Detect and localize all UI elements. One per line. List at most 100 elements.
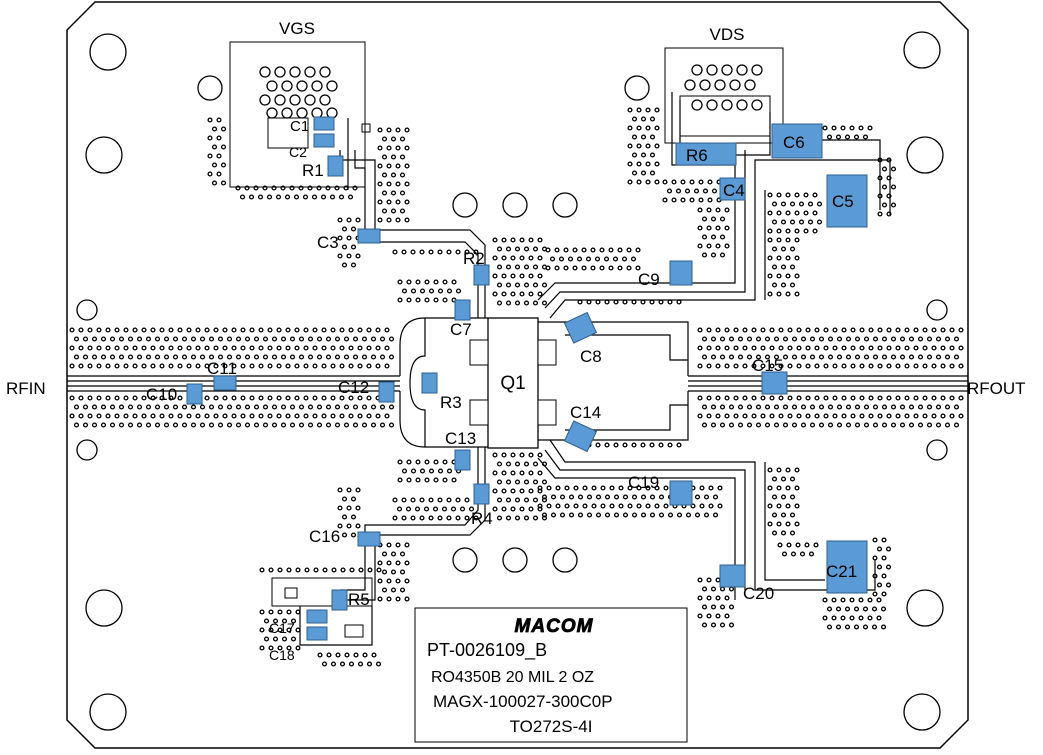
- via: [330, 363, 336, 369]
- via: [348, 345, 354, 351]
- via: [876, 597, 882, 603]
- via: [654, 161, 660, 167]
- via: [710, 586, 717, 592]
- vds-pin: [706, 99, 718, 111]
- via: [272, 636, 279, 642]
- c7-label: C7: [450, 320, 472, 339]
- via: [706, 327, 712, 333]
- info-line3: MAGX-100027-300C0P: [433, 692, 613, 711]
- via: [346, 523, 352, 529]
- via: [136, 422, 143, 428]
- via: [618, 503, 624, 509]
- via: [859, 327, 865, 333]
- via: [145, 354, 152, 360]
- via: [404, 542, 410, 548]
- via: [724, 595, 730, 601]
- via: [807, 201, 814, 207]
- via: [640, 494, 647, 500]
- via: [949, 413, 955, 419]
- via: [794, 521, 800, 527]
- via: [303, 345, 309, 351]
- via: [582, 503, 588, 509]
- via: [437, 468, 444, 474]
- via: [854, 336, 861, 342]
- via: [859, 413, 865, 419]
- via: [555, 503, 561, 509]
- via: [528, 470, 534, 476]
- via: [778, 413, 784, 419]
- via: [737, 404, 744, 410]
- via: [708, 503, 714, 509]
- via: [814, 395, 820, 401]
- via: [823, 363, 829, 369]
- via: [789, 512, 796, 518]
- via: [510, 255, 516, 261]
- via: [767, 273, 773, 279]
- via: [258, 413, 264, 419]
- via: [818, 336, 825, 342]
- via: [276, 395, 282, 401]
- via: [794, 291, 800, 297]
- via: [350, 514, 357, 520]
- via: [767, 521, 773, 527]
- via: [640, 152, 647, 158]
- via: [814, 327, 820, 333]
- via: [640, 134, 647, 140]
- via: [276, 345, 282, 351]
- c19-label: C19: [628, 473, 659, 492]
- c3-label: C3: [317, 233, 339, 252]
- via: [326, 652, 332, 658]
- via: [428, 249, 434, 255]
- via: [286, 627, 292, 633]
- vds-pin: [691, 99, 703, 111]
- via: [330, 345, 336, 351]
- via: [259, 567, 265, 573]
- via: [767, 467, 773, 473]
- via: [742, 327, 748, 333]
- via: [199, 422, 206, 428]
- via: [859, 395, 865, 401]
- via: [231, 395, 237, 401]
- via: [636, 503, 642, 509]
- via: [789, 494, 796, 500]
- via: [760, 327, 766, 333]
- via: [510, 273, 516, 279]
- via: [751, 327, 757, 333]
- via: [78, 363, 84, 369]
- via: [719, 622, 726, 628]
- via: [199, 354, 206, 360]
- vgs-pin: [274, 94, 286, 106]
- via: [701, 586, 708, 592]
- via: [794, 255, 800, 261]
- via: [390, 569, 397, 575]
- q1-label: Q1: [500, 373, 525, 394]
- via: [719, 234, 726, 240]
- via: [329, 194, 336, 200]
- via: [267, 363, 273, 369]
- via: [658, 512, 665, 518]
- via: [496, 461, 503, 467]
- via: [501, 273, 507, 279]
- via: [377, 578, 383, 584]
- via: [881, 591, 887, 597]
- via: [381, 154, 388, 160]
- via: [595, 494, 602, 500]
- via: [785, 255, 791, 261]
- via: [728, 336, 735, 342]
- r6-pad: [675, 142, 737, 166]
- via: [701, 404, 708, 410]
- via: [528, 506, 534, 512]
- via: [337, 505, 343, 511]
- via: [799, 551, 806, 557]
- via: [377, 560, 383, 566]
- via: [899, 336, 906, 342]
- via: [528, 237, 534, 243]
- via: [346, 253, 352, 259]
- via: [854, 422, 861, 428]
- via: [645, 179, 651, 185]
- via: [341, 226, 348, 232]
- via: [145, 422, 152, 428]
- via: [355, 217, 361, 223]
- via: [510, 506, 516, 512]
- via: [751, 345, 757, 351]
